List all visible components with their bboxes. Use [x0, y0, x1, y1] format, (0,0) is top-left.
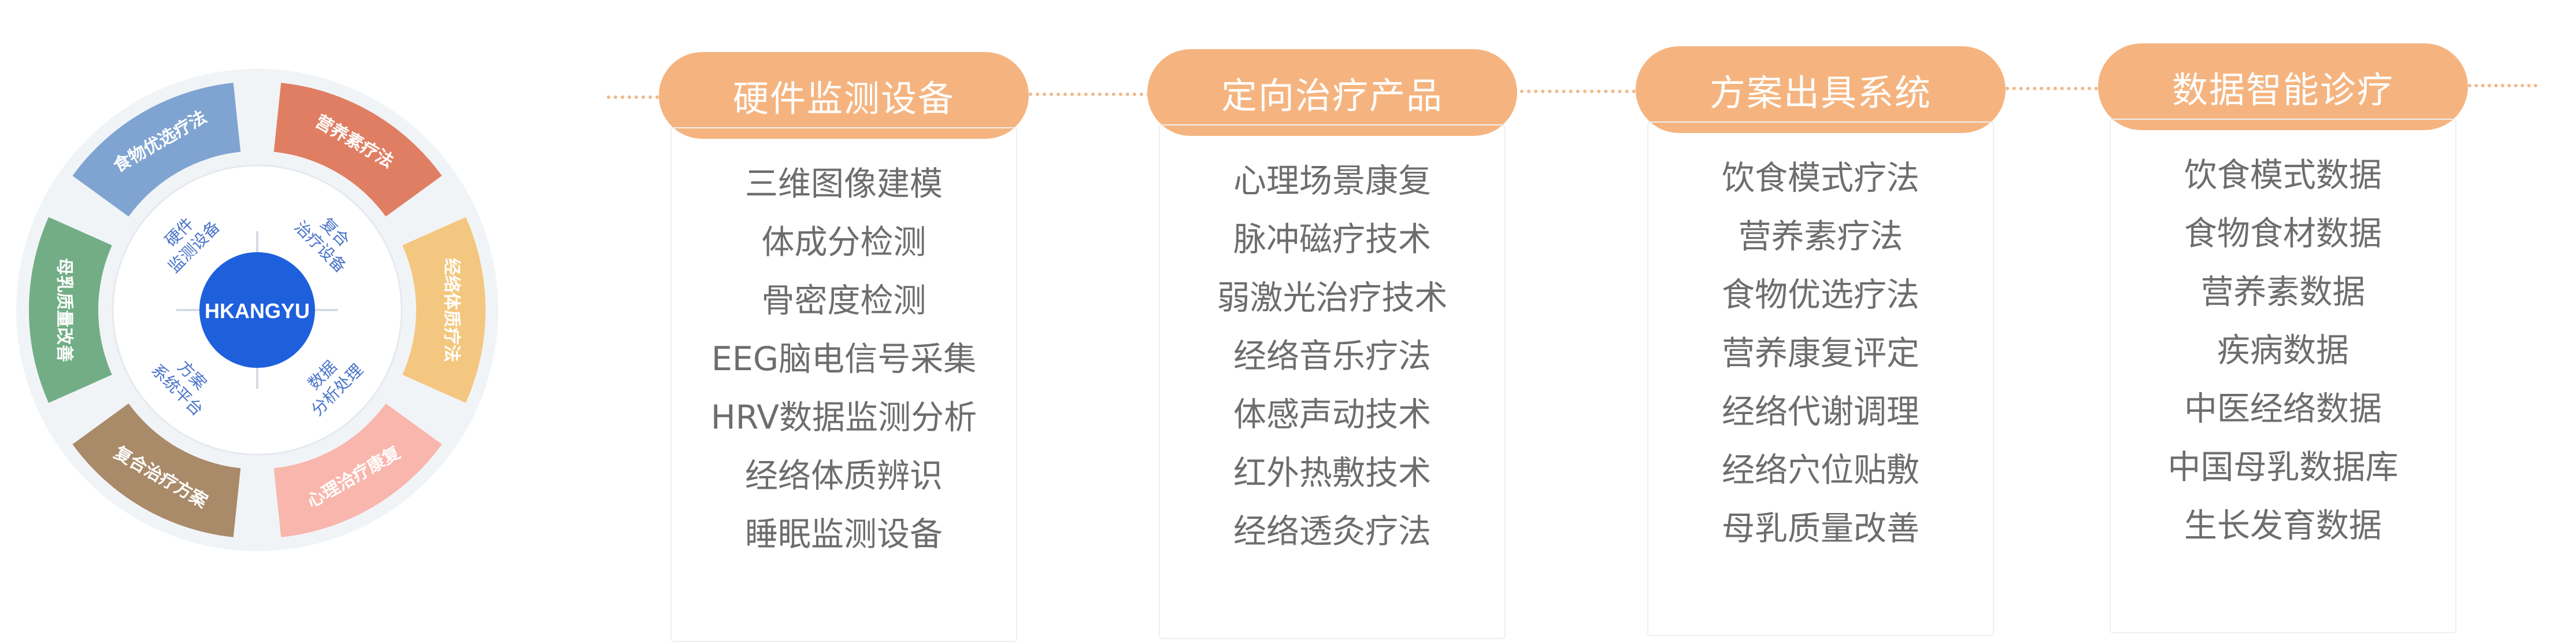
list-item: 经络音乐疗法	[1233, 337, 1431, 375]
connector-2-3	[1520, 90, 1636, 93]
connector-3-4	[2006, 87, 2098, 90]
list-item: 经络代谢调理	[1722, 392, 1919, 431]
list-item: 弱激光治疗技术	[1217, 278, 1448, 317]
list-item: 食物食材数据	[2184, 214, 2382, 253]
column-title-pill: 方案出具系统	[1636, 46, 2006, 133]
list-item: 经络体质辨识	[745, 456, 943, 495]
wheel-segment	[28, 217, 112, 403]
wheel-segment	[273, 403, 442, 537]
list-item: 睡眠监测设备	[745, 515, 943, 554]
connector-right	[2468, 84, 2537, 87]
list-item: 经络穴位贴敷	[1722, 451, 1919, 489]
wheel-segment-label: 经络体质疗法	[442, 258, 462, 362]
wheel-segment	[273, 83, 442, 217]
column-item-list: 饮食模式数据 食物食材数据 营养素数据 疾病数据 中医经络数据 中国母乳数据库 …	[2110, 119, 2456, 633]
list-item: 经络透灸疗法	[1233, 512, 1431, 551]
list-item: 生长发育数据	[2184, 506, 2382, 545]
list-item: HRV数据监测分析	[710, 398, 977, 437]
wheel-segment	[72, 403, 241, 537]
list-item: 体成分检测	[761, 223, 926, 261]
list-item: 营养素数据	[2200, 272, 2366, 311]
column-title-pill: 硬件监测设备	[659, 52, 1029, 139]
column-item-list: 心理场景康复 脉冲磁疗技术 弱激光治疗技术 经络音乐疗法 体感声动技术 红外热敷…	[1159, 124, 1506, 639]
list-item: 营养素疗法	[1738, 217, 1903, 256]
wheel-segment	[402, 217, 485, 403]
list-item: 食物优选疗法	[1722, 275, 1919, 314]
center-logo-disc	[199, 252, 315, 368]
list-item: 骨密度检测	[761, 281, 926, 320]
list-item: 中医经络数据	[2184, 389, 2382, 428]
list-item: 三维图像建模	[745, 164, 943, 203]
column-item-list: 三维图像建模 体成分检测 骨密度检测 EEG脑电信号采集 HRV数据监测分析 经…	[670, 127, 1017, 642]
list-item: 中国母乳数据库	[2167, 448, 2399, 486]
center-logo-text: HKANGYU	[205, 299, 310, 323]
connector-left	[607, 95, 659, 99]
list-item: 母乳质量改善	[1722, 509, 1919, 548]
wheel-segment-label: 母乳质量改善	[54, 258, 75, 362]
list-item: 疾病数据	[2217, 331, 2349, 370]
wheel-segment	[72, 83, 241, 217]
column-title-pill: 数据智能诊疗	[2098, 43, 2468, 130]
list-item: 体感声动技术	[1233, 395, 1431, 434]
list-item: 红外热敷技术	[1233, 453, 1431, 492]
connector-1-2	[1029, 93, 1150, 96]
column-item-list: 饮食模式疗法 营养素疗法 食物优选疗法 营养康复评定 经络代谢调理 经络穴位贴敷…	[1647, 121, 1994, 636]
column-title-pill: 定向治疗产品	[1147, 49, 1517, 136]
list-item: 饮食模式疗法	[1722, 158, 1919, 197]
list-item: 脉冲磁疗技术	[1233, 220, 1431, 259]
list-item: 心理场景康复	[1233, 161, 1431, 200]
list-item: EEG脑电信号采集	[711, 340, 977, 378]
list-item: 营养康复评定	[1722, 334, 1919, 372]
list-item: 饮食模式数据	[2184, 156, 2382, 194]
